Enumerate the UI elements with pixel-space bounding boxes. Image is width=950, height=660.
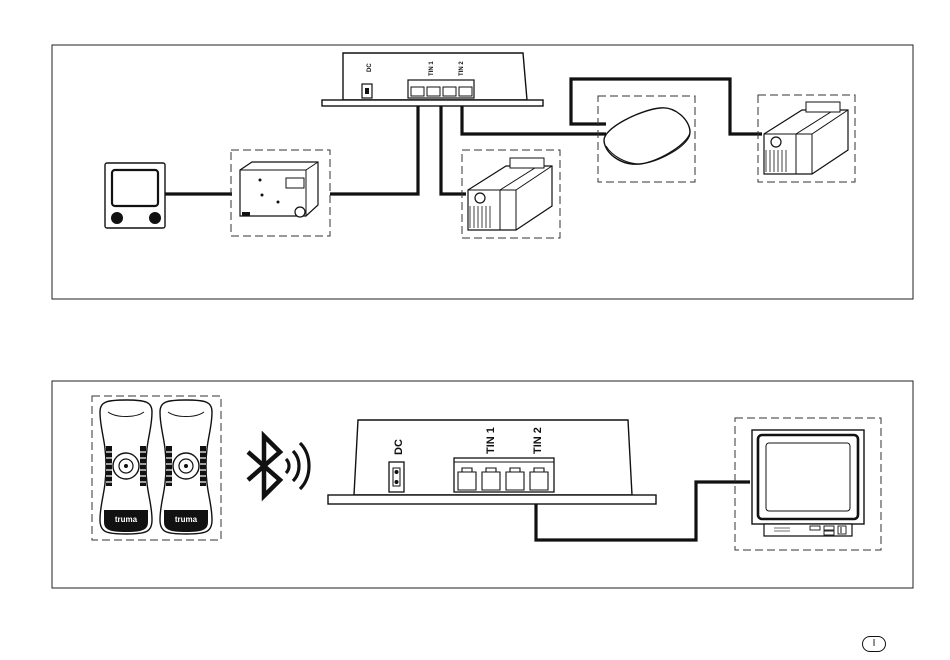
aircon-device-2 [758,95,855,182]
remote-control-left: truma [100,400,152,534]
tin2-label: TIN 2 [459,61,465,76]
panel-bottom: truma [52,381,913,588]
heater-device [231,150,330,236]
inet-box-top: DC TIN 1 TIN 2 [322,53,543,106]
tin-port-block [408,80,474,98]
tin1-label: TIN 1 [485,427,497,454]
remote-control-right: truma [160,400,212,534]
panel-top: DC TIN 1 TIN 2 [52,45,913,299]
inet-box-bottom: DC TIN 1 TIN 2 [328,420,656,504]
dc-label: DC [367,63,373,72]
dc-label: DC [393,439,405,455]
cable-heater-tin1 [330,92,418,194]
knob-icon [149,212,161,224]
aircon-device-1 [462,150,560,238]
brand-label: truma [175,515,198,524]
knob-icon [111,212,123,224]
rooftop-device [598,96,695,182]
tin2-label: TIN 2 [532,427,544,454]
page-marker: I [862,636,886,652]
monitor-device [735,418,881,550]
bluetooth-icon [248,436,309,496]
control-panel-device [105,163,165,228]
remote-controls-device: truma [92,396,221,540]
tin1-label: TIN 1 [429,61,435,76]
brand-label: truma [115,515,138,524]
